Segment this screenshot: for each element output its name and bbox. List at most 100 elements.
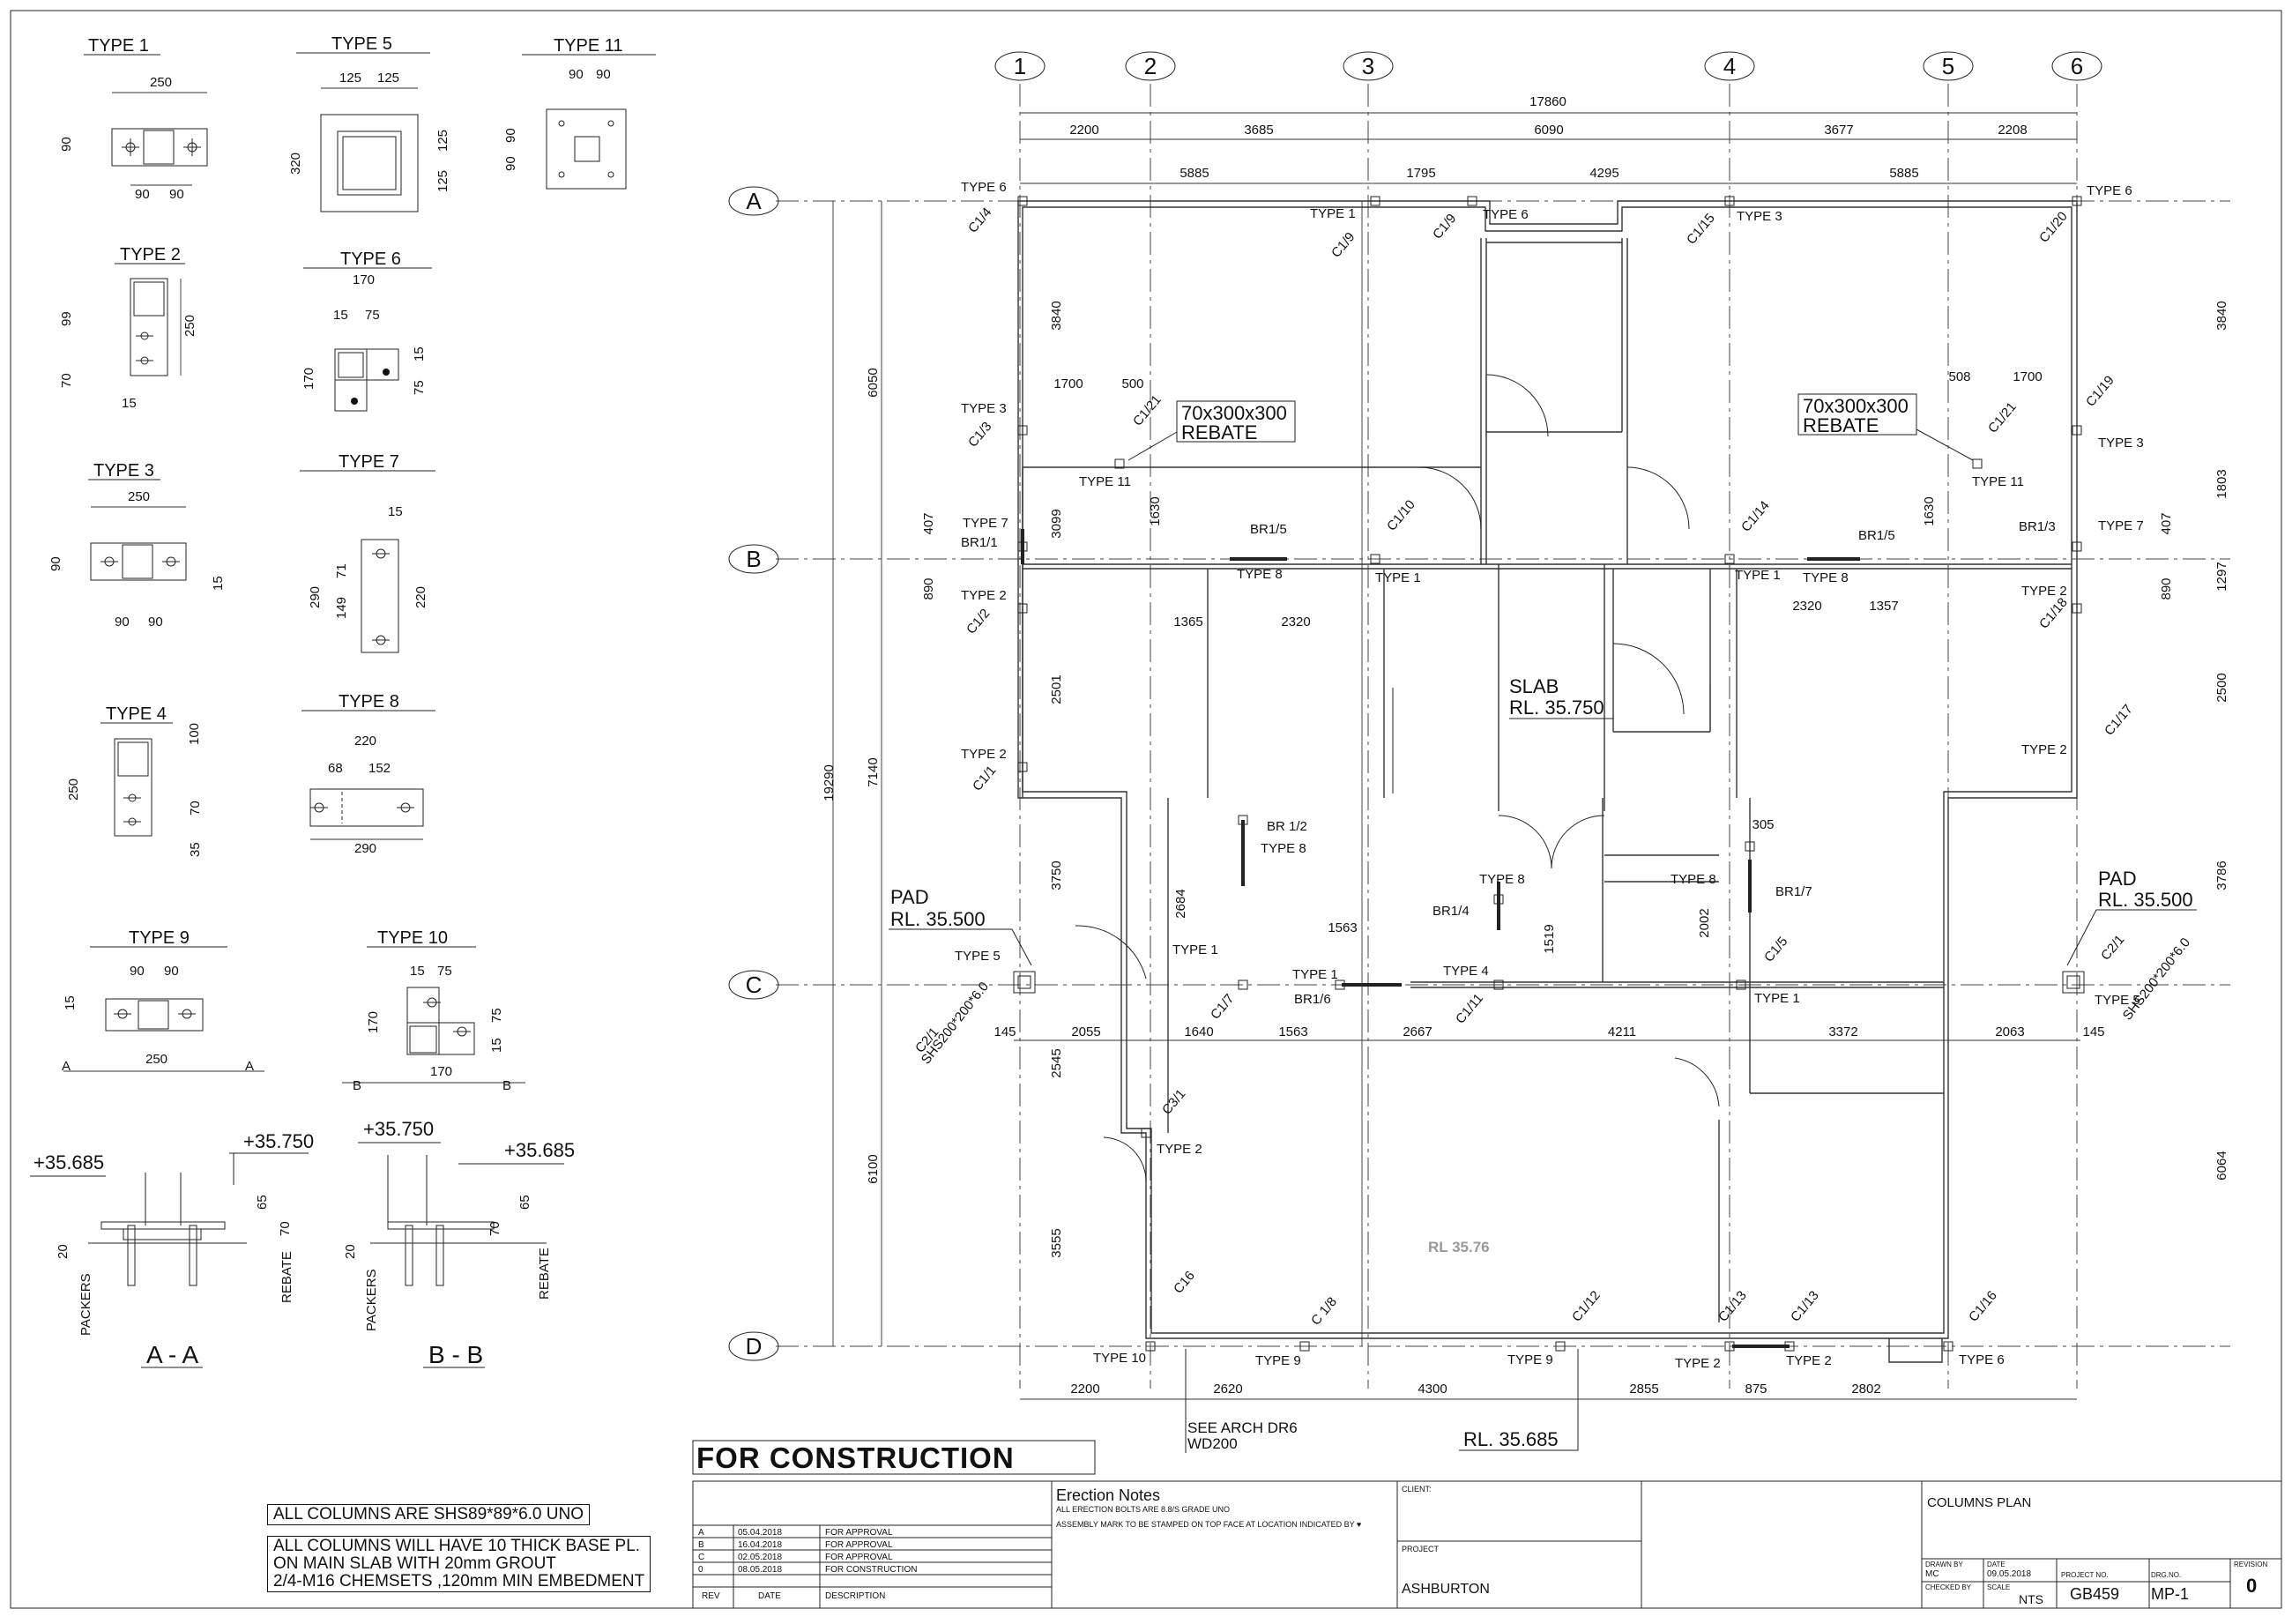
type-tag: TYPE 2	[961, 747, 1007, 762]
column-marker	[1493, 980, 1504, 990]
type-tag: TYPE 11	[1079, 474, 1131, 489]
column-marker	[1238, 980, 1248, 990]
type11-dim-a: 90	[569, 67, 584, 82]
column-label: C1/13	[1788, 1288, 1822, 1325]
type-tag: TYPE 6	[1483, 207, 1529, 222]
column-label: BR1/7	[1775, 884, 1812, 899]
type2-dim-d: 15	[122, 396, 137, 411]
type10-detail: TYPE 10 15 75 170 75 15 170 B B	[342, 928, 525, 1093]
rebate-right-label: REBATE	[1803, 414, 1879, 436]
revision-date: 08.05.2018	[738, 1565, 783, 1575]
type5-dim-e: 125	[435, 170, 450, 192]
pad-column-left-inner	[1017, 975, 1031, 989]
type8-dim-c: 152	[368, 761, 391, 776]
type9-detail: TYPE 9 90 90 15 250 A A	[62, 928, 264, 1074]
type5-detail: TYPE 5 125 125 320 125 125	[288, 34, 450, 212]
type8-dim-b: 68	[328, 761, 343, 776]
revision-header-h_date: DATE	[758, 1591, 781, 1601]
type3-dim-d: 90	[115, 615, 130, 629]
dim-bottom: 875	[1745, 1382, 1767, 1397]
shs-label-left: SHS200*200*6.0	[919, 980, 992, 1068]
revision-header-h_rev: REV	[702, 1591, 720, 1601]
type-tag: TYPE 8	[1237, 567, 1283, 582]
revision-date: 16.04.2018	[738, 1540, 783, 1550]
column-label: BR1/6	[1294, 992, 1331, 1007]
rebate-right-size: 70x300x300	[1803, 395, 1909, 417]
dim-left-inner: 2501	[1049, 674, 1064, 704]
dim-right-inner: 407	[2159, 512, 2174, 534]
dim-misc: 1700	[2013, 369, 2042, 384]
dim-grid-c: 2667	[1403, 1024, 1432, 1039]
section-aa-d2: 70	[278, 1221, 293, 1236]
column-label: C1/10	[1384, 497, 1418, 534]
type3-dim-height: 90	[48, 556, 63, 571]
column-label: C1/4	[965, 205, 994, 235]
dim-left-inner: 2545	[1049, 1048, 1064, 1077]
section-aa-top-level: +35.750	[243, 1130, 314, 1152]
notes-line4: 2/4-M16 CHEMSETS ,120mm MIN EMBEDMENT	[273, 1572, 645, 1590]
type11-detail: TYPE 11 90 90 90 90	[503, 36, 656, 190]
dim-top-row1: 3677	[1824, 123, 1853, 138]
type-tag: TYPE 1	[1172, 942, 1218, 957]
rebate-left-label: REBATE	[1181, 421, 1257, 443]
column-marker	[1736, 980, 1746, 990]
dim-left-inner: 3099	[1049, 509, 1064, 538]
column-label: C2/1	[2098, 932, 2127, 963]
type8-dim-d: 290	[354, 841, 376, 856]
type6-title: TYPE 6	[340, 250, 401, 269]
column-markers	[1013, 196, 2085, 1352]
type10-dim-d: 75	[489, 1008, 504, 1023]
column-marker	[1724, 196, 1735, 206]
dim-misc: 1630	[1922, 496, 1937, 525]
type5-dim-d: 125	[435, 130, 450, 152]
type-tag: TYPE 6	[2087, 183, 2132, 198]
dim-top-row1: 2208	[1998, 123, 2027, 138]
date-value: 09.05.2018	[1987, 1569, 2032, 1579]
column-marker	[1745, 841, 1755, 852]
dim-misc: 2320	[1281, 615, 1310, 629]
rl-bottom-leader	[1459, 1349, 1579, 1451]
client-label: CLIENT:	[1402, 1485, 1432, 1494]
section-aa-rebate: REBATE	[279, 1251, 294, 1303]
type10-dim-f: 170	[430, 1064, 452, 1079]
section-bb-d3: 20	[343, 1244, 358, 1259]
column-label: C1/2	[964, 606, 993, 637]
project-no: GB459	[2070, 1585, 2120, 1603]
drawing-no-label: DRG.NO.	[2151, 1571, 2182, 1579]
column-marker	[2072, 541, 2082, 552]
type6-dim-c: 75	[365, 308, 380, 323]
column-marker	[1724, 554, 1735, 564]
type11-dim-d: 90	[503, 156, 518, 171]
type10-section-left: B	[353, 1078, 361, 1093]
section-bb-title: B - B	[428, 1341, 483, 1368]
dim-right-outer: 6064	[2214, 1151, 2229, 1180]
type-tag: TYPE 6	[961, 180, 1007, 195]
dim-right-outer: 2500	[2214, 673, 2229, 702]
revision-header-h_desc: DESCRIPTION	[825, 1591, 886, 1601]
column-label: C1/12	[1569, 1288, 1604, 1325]
doors	[1075, 374, 1720, 1182]
type4-dim-a: 100	[187, 723, 202, 745]
type7-dim-d: 149	[334, 597, 349, 619]
pad-level-left: RL. 35.500	[890, 908, 986, 930]
dim-grid-c: 2063	[1995, 1024, 2024, 1039]
column-label: C 1/8	[1308, 1294, 1340, 1328]
plan-dimensions	[832, 112, 2080, 1400]
type-tag: TYPE 2	[1157, 1142, 1202, 1157]
type-tag: TYPE 8	[1803, 570, 1849, 585]
type4-detail: TYPE 4 100 250 70 35	[66, 704, 203, 857]
drawn-by: MC	[1925, 1569, 1939, 1579]
dim-misc: 1700	[1053, 376, 1083, 391]
type-tag: TYPE 5	[955, 949, 1001, 964]
section-bb-packers: PACKERS	[364, 1269, 379, 1331]
dim-grid-c: 1563	[1278, 1024, 1307, 1039]
grid-bubble-col-label: 6	[2071, 53, 2083, 79]
type-tag: TYPE 2	[961, 588, 1007, 603]
type5-dim-b: 125	[377, 71, 399, 86]
column-label: C1/21	[1985, 399, 2020, 436]
column-marker	[1017, 425, 1028, 436]
drawn-by-label: DRAWN BY	[1925, 1561, 1963, 1568]
for-construction-stamp	[692, 1440, 1096, 1475]
column-label: C1/15	[1684, 211, 1718, 248]
erection-notes-line2: ASSEMBLY MARK TO BE STAMPED ON TOP FACE …	[1056, 1520, 1362, 1529]
